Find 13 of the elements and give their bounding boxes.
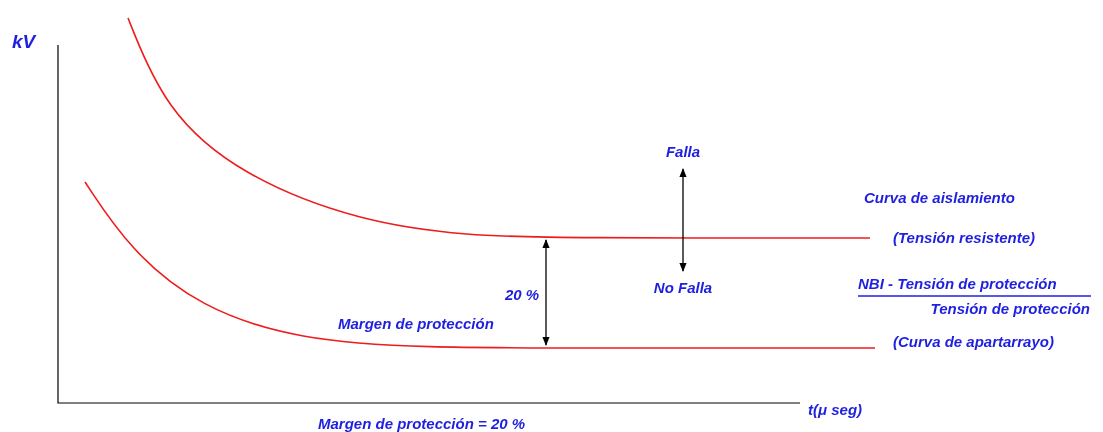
curve-label: (Tensión resistente) <box>893 229 1035 247</box>
curve-label: Curva de aislamiento <box>864 189 1015 207</box>
axis-label: kV <box>12 33 36 51</box>
formula-text: Margen de protección = 20 % <box>318 415 526 432</box>
margin-value: 20 % <box>505 286 540 304</box>
state-label: Falla <box>665 143 701 161</box>
margin-label: Margen de protección <box>338 315 494 333</box>
axis-label: t(μ seg) <box>808 401 863 419</box>
curve-label: (Curva de apartarrayo) <box>893 333 1054 351</box>
fraction-denominator: Tensión de protección <box>930 300 1090 318</box>
fraction-numerator: NBI - Tensión de protección <box>858 275 1057 293</box>
double-arrow <box>679 168 687 272</box>
state-label: No Falla <box>653 279 713 297</box>
